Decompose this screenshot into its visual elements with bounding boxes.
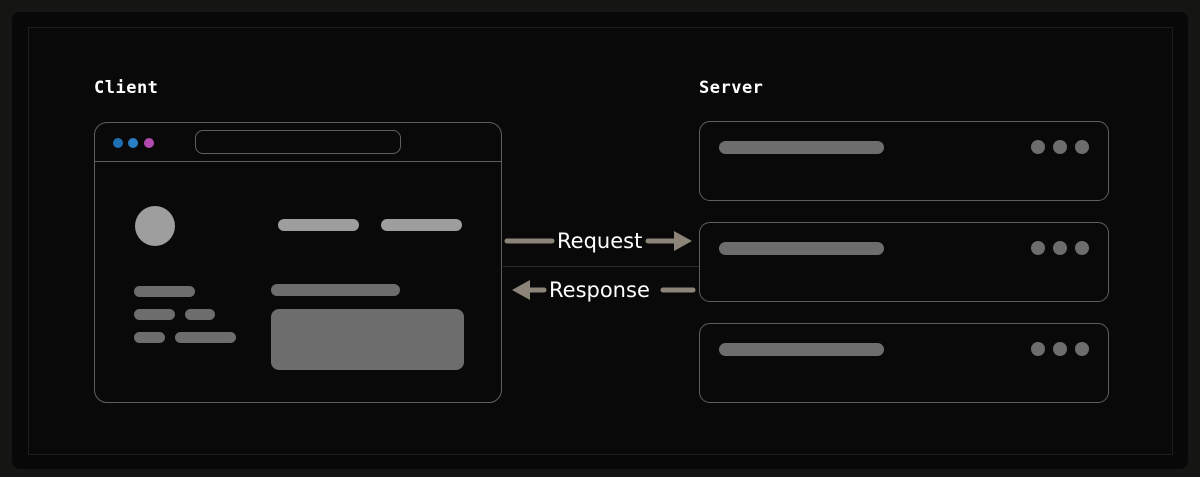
window-dot-blue-icon <box>128 138 138 148</box>
dot-icon <box>1031 342 1045 356</box>
client-browser-window <box>94 122 502 403</box>
avatar <box>135 206 175 246</box>
flow-divider <box>503 266 699 267</box>
text-line-placeholder <box>175 332 236 343</box>
text-line-placeholder <box>185 309 215 320</box>
address-bar <box>195 130 401 154</box>
server-card-line <box>719 141 884 154</box>
server-card <box>699 222 1109 302</box>
nav-pill <box>278 219 359 231</box>
dot-icon <box>1053 140 1067 154</box>
dot-icon <box>1031 241 1045 255</box>
text-line-placeholder <box>134 286 195 297</box>
server-card <box>699 121 1109 201</box>
window-dot-purple-icon <box>144 138 154 148</box>
response-label: Response <box>549 278 650 302</box>
client-heading: Client <box>94 78 159 98</box>
window-dot-blue-icon <box>113 138 123 148</box>
dot-icon <box>1075 342 1089 356</box>
server-heading: Server <box>699 78 764 98</box>
text-line-placeholder <box>134 309 175 320</box>
dot-icon <box>1053 342 1067 356</box>
content-title-placeholder <box>271 284 400 296</box>
server-card-line <box>719 242 884 255</box>
nav-pill <box>381 219 462 231</box>
server-card-line <box>719 343 884 356</box>
dot-icon <box>1031 140 1045 154</box>
text-line-placeholder <box>134 332 165 343</box>
dot-icon <box>1075 241 1089 255</box>
request-arrowhead-icon <box>674 231 692 251</box>
diagram-canvas <box>28 27 1173 455</box>
server-card <box>699 323 1109 403</box>
response-arrowhead-icon <box>512 280 530 300</box>
dot-icon <box>1053 241 1067 255</box>
browser-title-bar <box>95 123 501 162</box>
dot-icon <box>1075 140 1089 154</box>
content-card-placeholder <box>271 309 464 370</box>
request-label: Request <box>557 229 643 253</box>
